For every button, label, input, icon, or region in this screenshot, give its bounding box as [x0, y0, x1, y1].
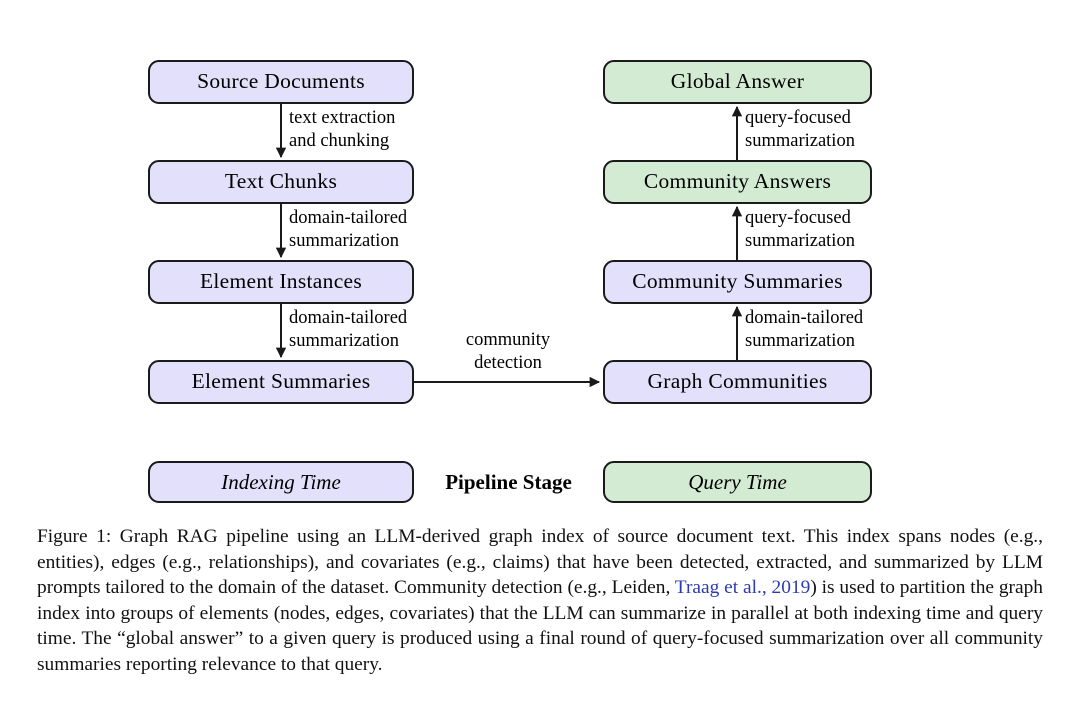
legend-indexing-time: Indexing Time	[148, 461, 414, 503]
node-text-chunks: Text Chunks	[148, 160, 414, 204]
caption-prefix: Figure 1: Graph RAG pipeline using an LL…	[37, 526, 1043, 599]
node-graph-communities: Graph Communities	[603, 360, 872, 404]
edge-label-line: summarization	[745, 131, 855, 151]
legend-pipeline-stage: Pipeline Stage	[414, 461, 603, 503]
edge-label-text-extraction: text extraction and chunking	[289, 107, 395, 153]
node-label: Community Answers	[643, 169, 832, 194]
legend-query-time: Query Time	[603, 461, 872, 503]
edge-label-community-detection: community detection	[418, 329, 598, 375]
edge-label-line: domain-tailored	[745, 308, 864, 328]
edge-label-line: domain-tailored	[289, 208, 408, 228]
legend-label: Query Time	[688, 469, 787, 494]
edge-label-line: summarization	[745, 331, 855, 351]
edge-label-line: detection	[474, 353, 542, 373]
edge-label-line: text extraction	[289, 108, 396, 128]
node-element-instances: Element Instances	[148, 260, 414, 304]
node-label: Source Documents	[197, 69, 365, 94]
caption-suffix: ) is used to partition the graph index i…	[37, 577, 1043, 675]
node-label: Element Instances	[199, 269, 363, 294]
edge-label-line: query-focused	[745, 108, 851, 128]
edge-label-line: community	[465, 330, 551, 350]
edge-label-line: and chunking	[289, 131, 390, 151]
edge-label-line: domain-tailored	[289, 308, 408, 328]
citation-link[interactable]: Traag et al., 2019	[674, 577, 811, 599]
node-label: Text Chunks	[224, 169, 338, 194]
edge-label-domain-tailored-1: domain-tailored summarization	[289, 207, 407, 253]
legend-label: Pipeline Stage	[445, 469, 572, 494]
node-community-answers: Community Answers	[603, 160, 872, 204]
node-element-summaries: Element Summaries	[148, 360, 414, 404]
node-label: Community Summaries	[632, 269, 843, 294]
edge-label-line: summarization	[745, 231, 855, 251]
edge-label-query-focused-1: query-focused summarization	[745, 207, 855, 253]
edge-label-domain-tailored-3: domain-tailored summarization	[745, 307, 863, 353]
edge-label-line: summarization	[289, 331, 399, 351]
figure-caption: Figure 1: Graph RAG pipeline using an LL…	[37, 524, 1043, 678]
edge-label-line: summarization	[289, 231, 399, 251]
edge-label-domain-tailored-2: domain-tailored summarization	[289, 307, 407, 353]
node-label: Graph Communities	[647, 369, 828, 394]
edge-label-query-focused-2: query-focused summarization	[745, 107, 855, 153]
edge-label-line: query-focused	[745, 208, 851, 228]
node-label: Element Summaries	[191, 369, 371, 394]
node-label: Global Answer	[670, 69, 805, 94]
node-global-answer: Global Answer	[603, 60, 872, 104]
node-community-summaries: Community Summaries	[603, 260, 872, 304]
node-source-documents: Source Documents	[148, 60, 414, 104]
legend-label: Indexing Time	[221, 469, 341, 494]
